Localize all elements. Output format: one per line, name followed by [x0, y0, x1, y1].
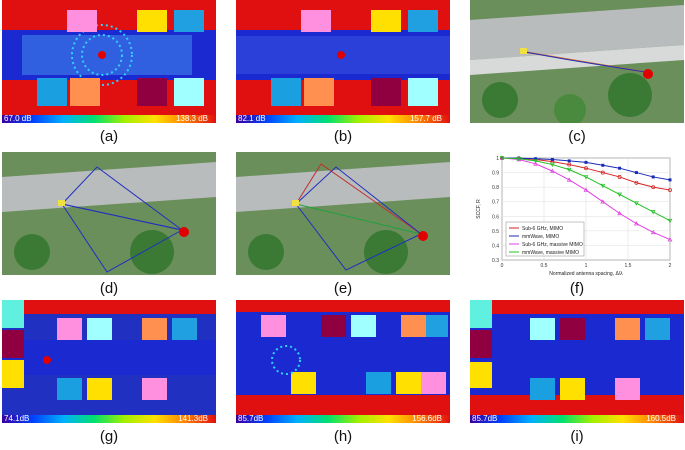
colorbar: [236, 415, 450, 423]
data-point: [533, 159, 538, 164]
data-point: [634, 171, 638, 175]
x-tick-label: 0.5: [541, 263, 548, 269]
data-point: [499, 156, 505, 161]
data-point: [617, 210, 622, 216]
colorbar-max: 157.7 dB: [409, 114, 442, 123]
panel-label: (a): [99, 128, 119, 145]
panel-label: (d): [99, 280, 119, 297]
legend-entry: Sub-6 GHz, massive MIMO: [522, 242, 583, 248]
data-point: [550, 157, 554, 161]
chart-svg: 0.3 0.4 0.5 0.6 0.7 0.8 0.9 1 0 0.5 1 1.5 2Normalize…: [476, 155, 673, 277]
legend-entry: mmWave, massive MIMO: [522, 250, 579, 256]
panel-label: (g): [99, 428, 119, 445]
data-point: [650, 229, 656, 235]
colorbar-min: 85.7dB: [472, 414, 498, 423]
data-point: [634, 180, 639, 185]
scene-e: [236, 152, 450, 275]
legend-entry: Sub-6 GHz, MIMO: [522, 226, 563, 232]
colorbar-max: 156.6dB: [412, 414, 442, 423]
colorbar-min: 74.1dB: [4, 414, 30, 423]
data-point: [601, 163, 605, 167]
data-point: [567, 162, 572, 167]
data-point: [600, 183, 606, 189]
panel-label: (f): [569, 280, 585, 297]
y-tick-label: 1: [496, 156, 499, 162]
data-point: [650, 210, 656, 215]
y-tick-label: 0.7: [492, 200, 499, 206]
y-tick-label: 0.6: [492, 214, 499, 220]
colorbar: [470, 415, 684, 423]
colorbar-min: 82.1 dB: [238, 114, 266, 123]
legend-entry: mmWave, MIMO: [522, 234, 559, 240]
data-point: [567, 159, 571, 163]
series-line: [501, 157, 671, 222]
coverage-map-a: 67.0 dB 138.3 dB: [2, 0, 216, 123]
data-point: [516, 156, 522, 162]
data-point: [600, 170, 605, 175]
data-point: [566, 177, 572, 182]
panel-label: (e): [333, 280, 353, 297]
data-point: [550, 162, 555, 168]
colorbar: [2, 415, 216, 423]
coverage-map-b: 82.1 dB 157.7 dB: [236, 0, 450, 123]
y-tick-label: 0.4: [492, 243, 499, 249]
data-point: [634, 201, 639, 206]
data-point: [651, 175, 655, 179]
colorbar-max: 138.3 dB: [175, 114, 208, 123]
coverage-map-i: 85.7dB 160.5dB: [470, 300, 684, 423]
data-point: [583, 187, 589, 192]
data-point: [617, 174, 622, 179]
series-line: [501, 157, 671, 191]
coverage-map-h: 85.7dB 156.6dB: [236, 300, 450, 423]
data-point: [668, 178, 672, 182]
x-axis-label: Normalized antenna spacing, Δ/λ: [549, 271, 623, 277]
data-point: [534, 157, 538, 161]
data-point: [584, 166, 588, 171]
scene-c: [470, 0, 684, 123]
y-tick-label: 0.3: [492, 258, 499, 264]
colorbar: [2, 115, 216, 123]
colorbar-min: 67.0 dB: [4, 114, 32, 123]
data-point: [566, 167, 572, 173]
colorbar: [236, 115, 450, 123]
series-line: [501, 157, 671, 241]
panel-label: (b): [333, 128, 353, 145]
colorbar-max: 141.3dB: [178, 414, 208, 423]
colorbar-min: 85.7dB: [238, 414, 264, 423]
coverage-map-g: 74.1dB 141.3dB: [2, 300, 216, 423]
panel-label: (h): [333, 428, 353, 445]
panel-label: (c): [568, 128, 586, 145]
x-tick-label: 2: [669, 263, 672, 269]
data-point: [634, 221, 639, 226]
data-point: [584, 160, 588, 164]
data-point: [667, 218, 673, 224]
y-tick-label: 0.5: [492, 229, 499, 235]
x-tick-label: 0: [501, 263, 504, 269]
x-tick-label: 1.5: [625, 263, 632, 269]
data-point: [668, 188, 672, 193]
y-tick-label: 0.8: [492, 185, 499, 191]
data-point: [618, 166, 622, 170]
y-axis-label: SCCF, R: [476, 199, 482, 219]
data-point: [533, 161, 538, 166]
data-point: [583, 175, 589, 180]
x-tick-label: 1: [585, 263, 588, 269]
data-point: [667, 237, 673, 242]
scene-d: [2, 152, 216, 275]
data-point: [600, 199, 606, 204]
data-point: [617, 192, 622, 197]
panel-label: (i): [570, 428, 584, 445]
y-tick-label: 0.9: [492, 171, 499, 177]
data-point: [651, 185, 656, 190]
data-point: [550, 168, 555, 173]
colorbar-max: 160.5dB: [646, 414, 676, 423]
